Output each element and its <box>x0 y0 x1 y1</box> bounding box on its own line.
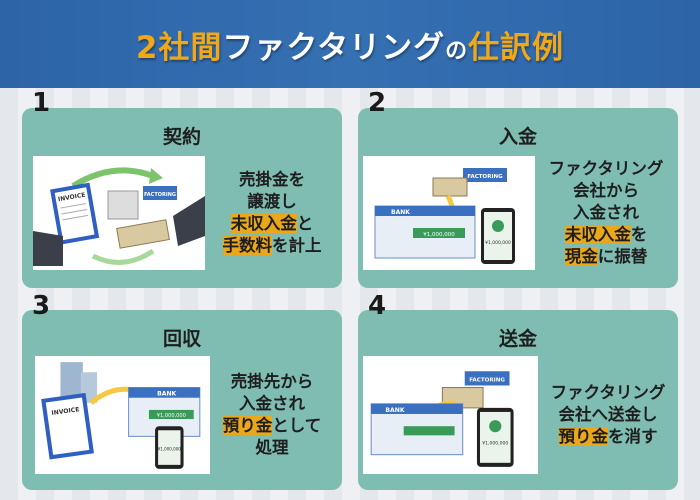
step-title: 回収 <box>162 328 201 350</box>
desc-line: ファクタリング <box>548 159 664 178</box>
amount-label: ¥1,000,000 <box>157 413 186 419</box>
step-description: 売掛金を 譲渡し 未収入金と 手数料を計上 <box>207 156 337 270</box>
step-number: 3 <box>32 291 51 321</box>
step-description: ファクタリング 会社から 入金され 未収入金を 現金に振替 <box>536 156 676 270</box>
title-part: 仕訳例 <box>468 29 565 66</box>
factoring-sign: FACTORING <box>467 174 503 180</box>
desc-line: 売掛先から <box>230 372 314 391</box>
step-number: 1 <box>32 88 51 118</box>
step-number: 4 <box>368 291 387 321</box>
step-card-remittance: 送金 FACTORING BANK ¥1,000,000 ファクタリング 会社へ… <box>358 310 678 490</box>
amount-label: ¥1,000,000 <box>482 441 508 447</box>
invoice-label: INVOICE <box>51 406 80 417</box>
step-card-deposit: 入金 FACTORING BANK ¥1,000,000 ¥1,000,000 … <box>358 108 678 288</box>
amount-label: ¥1,000,000 <box>423 232 455 238</box>
desc-line: と <box>296 214 314 233</box>
bank-label: BANK <box>385 407 404 414</box>
step-card-collection: 回収 INVOICE BANK ¥1,000,000 ¥1,000,000 売掛… <box>22 310 342 490</box>
highlight-term: 手数料 <box>222 236 272 255</box>
deposit-illustration: FACTORING BANK ¥1,000,000 ¥1,000,000 <box>363 156 535 270</box>
amount-label: ¥1,000,000 <box>158 447 182 452</box>
title-part: の <box>445 38 469 64</box>
highlight-term: 現金 <box>564 247 598 266</box>
desc-line: ファクタリング <box>550 383 666 402</box>
desc-line: 会社から <box>573 181 639 200</box>
factoring-sign: FACTORING <box>469 377 505 383</box>
desc-line: 入金され <box>239 394 305 413</box>
desc-line: 会社へ送金し <box>558 405 658 424</box>
bank-label: BANK <box>157 391 176 398</box>
step-number: 2 <box>368 88 387 118</box>
desc-line: に振替 <box>597 247 648 266</box>
header-banner: 2社間ファクタリングの仕訳例 <box>0 0 700 88</box>
highlight-term: 未収入金 <box>564 225 631 244</box>
remittance-illustration: FACTORING BANK ¥1,000,000 <box>363 356 538 474</box>
amount-label: ¥1,000,000 <box>485 240 511 246</box>
step-title: 送金 <box>498 328 537 350</box>
step-card-contract: 契約 FACTORING INVOICE 売掛金を 譲渡し 未収入金と 手数料を… <box>22 108 342 288</box>
highlight-term: 預り金 <box>558 427 608 446</box>
desc-line: を消す <box>608 427 658 446</box>
desc-line: 処理 <box>255 438 289 457</box>
page-title: 2社間ファクタリングの仕訳例 <box>136 22 564 67</box>
desc-line: として <box>272 416 322 435</box>
desc-line: 売掛金を <box>239 170 305 189</box>
contract-illustration: FACTORING INVOICE <box>33 156 205 270</box>
desc-line: を計上 <box>272 236 322 255</box>
step-description: ファクタリング 会社へ送金し 預り金を消す <box>538 358 678 472</box>
factoring-sign: FACTORING <box>144 192 176 198</box>
title-part: ファクタリング <box>222 29 446 66</box>
title-part: 2社間 <box>135 29 223 66</box>
desc-line: を <box>630 225 648 244</box>
step-title: 入金 <box>498 126 537 148</box>
invoice-label: INVOICE <box>58 192 86 204</box>
step-title: 契約 <box>162 126 201 148</box>
highlight-term: 預り金 <box>222 416 273 435</box>
step-description: 売掛先から 入金され 預り金として 処理 <box>207 358 337 472</box>
highlight-term: 未収入金 <box>230 214 297 233</box>
desc-line: 譲渡し <box>247 192 297 211</box>
collection-illustration: INVOICE BANK ¥1,000,000 ¥1,000,000 <box>35 356 210 474</box>
desc-line: 入金され <box>573 203 639 222</box>
bank-label: BANK <box>391 209 410 216</box>
